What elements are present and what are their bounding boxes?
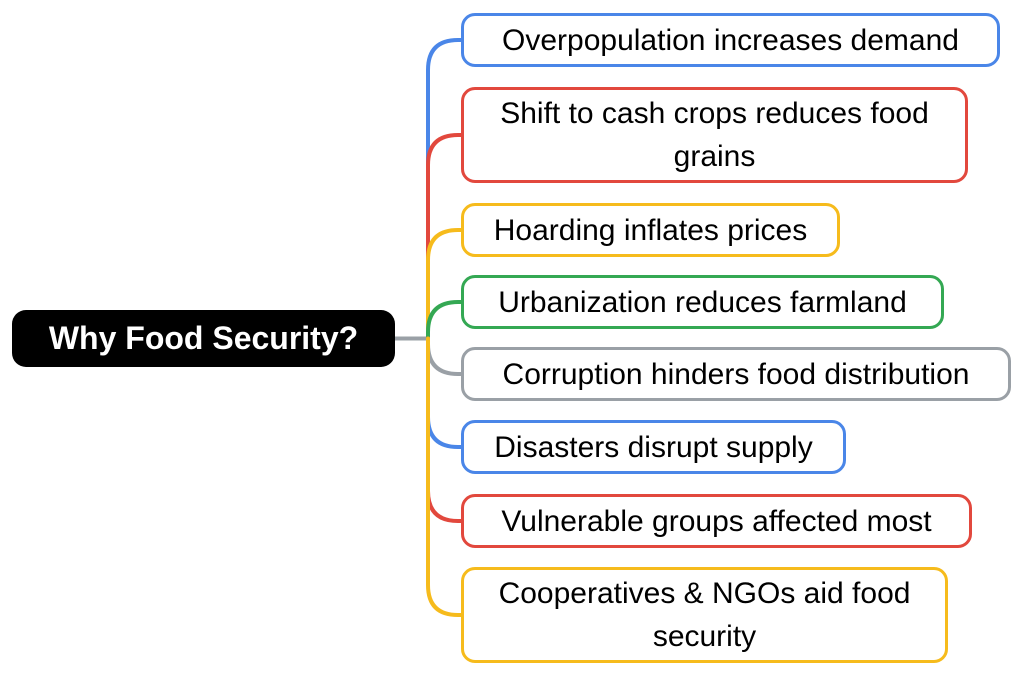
branch-connector [426,336,463,449]
branch-label: Overpopulation increases demand [502,23,959,57]
root-node[interactable]: Why Food Security? [12,310,395,367]
branch-label: Cooperatives & NGOs aid food security [498,577,911,653]
branch-label: Vulnerable groups affected most [501,504,932,538]
branch-label: Hoarding inflates prices [493,213,808,247]
branch-connector [426,300,463,341]
branch-node-overpopulation[interactable]: Overpopulation increases demand [461,13,1000,67]
branch-node-corruption[interactable]: Corruption hinders food distribution [461,347,1011,401]
branch-connector [426,38,463,341]
branch-connector [426,228,463,341]
root-label: Why Food Security? [48,320,359,356]
branch-label: Shift to cash crops reduces food grains [500,97,929,173]
branch-connector [426,133,463,341]
branch-node-cooperatives[interactable]: Cooperatives & NGOs aid food security [461,567,948,663]
branch-node-hoarding[interactable]: Hoarding inflates prices [461,203,840,257]
branch-node-disasters[interactable]: Disasters disrupt supply [461,420,846,474]
branch-node-urbanization[interactable]: Urbanization reduces farmland [461,275,944,329]
branch-label: Urbanization reduces farmland [498,285,907,319]
branch-label: Corruption hinders food distribution [502,357,970,391]
branch-node-vulnerable-groups[interactable]: Vulnerable groups affected most [461,494,972,548]
branch-connector [426,336,463,376]
branch-node-cash-crops[interactable]: Shift to cash crops reduces food grains [461,87,968,183]
branch-connector [426,336,463,617]
branch-label: Disasters disrupt supply [494,430,813,464]
